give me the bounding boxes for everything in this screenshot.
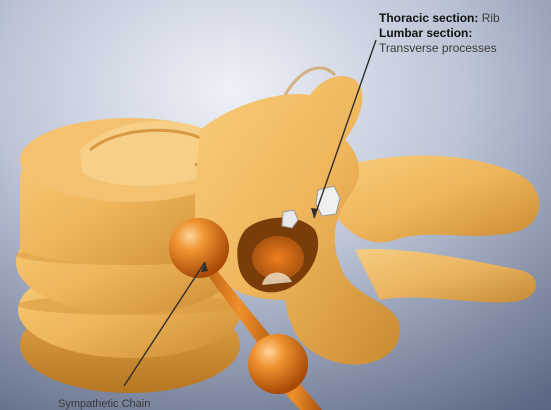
lumbar-row: Lumbar section: (379, 26, 549, 41)
sympathetic-chain-label: Sympathetic Chain (58, 398, 150, 410)
thoracic-value: Rib (482, 11, 500, 25)
lumbar-value: Transverse processes (379, 41, 549, 56)
thoracic-row: Thoracic section: Rib (379, 11, 549, 26)
thoracic-heading: Thoracic section: (379, 11, 478, 25)
nerve-annotation: Thoracic section: Rib Lumbar section: Tr… (379, 11, 549, 56)
lumbar-heading: Lumbar section: (379, 26, 472, 40)
